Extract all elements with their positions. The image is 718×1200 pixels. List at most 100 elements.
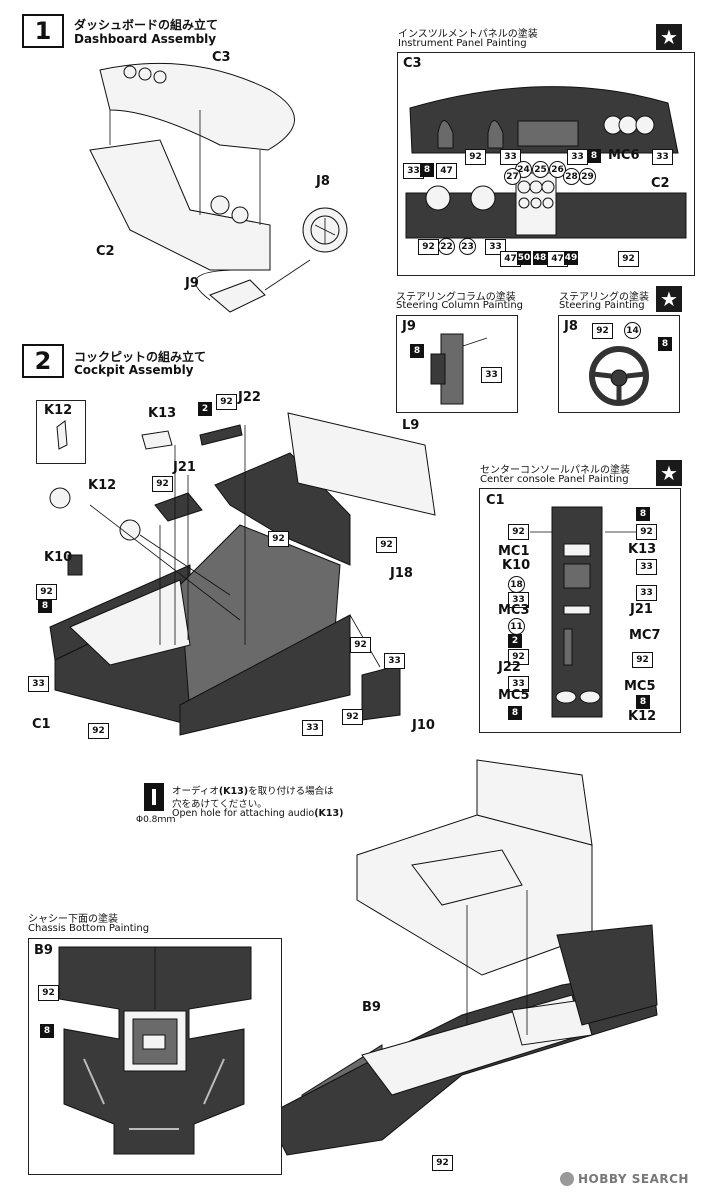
color-code-33: 33 xyxy=(384,653,405,669)
audio-note-jp: オーディオ(K13)を取り付ける場合は xyxy=(172,786,334,797)
step-2-title-en: Cockpit Assembly xyxy=(74,363,194,377)
chassis-bottom-box xyxy=(28,938,282,1175)
steering-title-en: Steering Painting xyxy=(559,300,645,311)
dashboard-assembly-drawing xyxy=(89,62,348,313)
color-code-92: 92 xyxy=(216,394,237,410)
chassis-part: B9 xyxy=(34,943,53,958)
color-code-47: 47 xyxy=(436,163,457,179)
audio-note-en: Open hole for attaching audio(K13) xyxy=(172,808,344,819)
drill-bit-icon xyxy=(144,783,164,811)
part-label-b9: B9 xyxy=(362,1000,381,1015)
chassis-title-en: Chassis Bottom Painting xyxy=(28,923,150,934)
color-code-27: 27 xyxy=(504,168,521,185)
star-icon: ★ xyxy=(656,286,682,312)
cockpit-assembly-drawing xyxy=(49,412,436,736)
steering-title-jp: ステアリングの塗装 xyxy=(559,292,649,303)
panel-part-c3: C3 xyxy=(403,56,422,71)
steering-box xyxy=(558,315,680,413)
color-code-8: 8 xyxy=(636,507,650,521)
color-code-8: 8 xyxy=(40,1024,54,1038)
console-label-mc3: MC3 xyxy=(498,603,530,618)
color-code-33: 33 xyxy=(481,367,502,383)
color-code-92: 92 xyxy=(88,723,109,739)
part-label-j9: J9 xyxy=(185,276,199,291)
color-code-33: 33 xyxy=(508,676,529,692)
center-console-part: C1 xyxy=(486,493,505,508)
console-label-j22: J22 xyxy=(498,660,521,675)
k12-detail-box xyxy=(36,400,86,464)
part-label-l9: L9 xyxy=(402,418,420,433)
color-code-92: 92 xyxy=(465,149,486,165)
color-code-92: 92 xyxy=(268,531,289,547)
instrument-panel-box xyxy=(397,52,695,276)
color-code-92: 92 xyxy=(342,709,363,725)
step-2-title-jp: コックピットの組み立て xyxy=(74,350,207,364)
part-label-j8: J8 xyxy=(316,174,330,189)
color-code-92: 92 xyxy=(38,985,59,1001)
color-code-33: 33 xyxy=(567,149,588,165)
color-code-33: 33 xyxy=(508,592,529,608)
step-1-title-jp: ダッシュボードの組み立て xyxy=(74,18,219,32)
color-code-92: 92 xyxy=(592,323,613,339)
color-code-92: 92 xyxy=(152,476,173,492)
steering-column-title-jp: ステアリングコラムの塗装 xyxy=(396,292,516,303)
part-label-c2: C2 xyxy=(96,244,115,259)
color-code-92: 92 xyxy=(618,251,639,267)
color-code-92: 92 xyxy=(508,649,529,665)
console-label-mc5-left: MC5 xyxy=(498,688,530,703)
part-label-mc6: MC6 xyxy=(608,148,640,163)
hobby-search-logo-icon xyxy=(560,1172,574,1186)
color-code-18: 18 xyxy=(508,576,525,593)
chassis-assembly-drawing xyxy=(266,759,658,1156)
color-code-8: 8 xyxy=(38,599,52,613)
steering-column-title-en: Steering Column Painting xyxy=(396,300,524,311)
step-2-number: 2 xyxy=(22,344,64,378)
color-code-23: 23 xyxy=(459,238,476,255)
color-code-33: 33 xyxy=(636,559,657,575)
color-code-33: 33 xyxy=(652,149,673,165)
steering-part: J8 xyxy=(564,319,578,334)
color-code-92: 92 xyxy=(508,524,529,540)
console-label-mc7: MC7 xyxy=(629,628,661,643)
watermark-text: HOBBY SEARCH xyxy=(578,1172,689,1186)
color-code-50: 50 xyxy=(517,251,531,265)
color-code-22: 22 xyxy=(438,238,455,255)
audio-note-jp-2: 穴をあけてください。 xyxy=(172,799,267,810)
step-1-number: 1 xyxy=(22,14,64,48)
color-code-33: 33 xyxy=(28,676,49,692)
instrument-panel-title-en: Instrument Panel Painting xyxy=(398,38,527,49)
color-code-11: 11 xyxy=(508,618,525,635)
color-code-14: 14 xyxy=(624,322,641,339)
chassis-title-jp: シャシー下面の塗装 xyxy=(28,914,118,925)
color-code-8: 8 xyxy=(420,163,434,177)
color-code-2: 2 xyxy=(508,634,522,648)
part-label-j22: J22 xyxy=(238,390,261,405)
color-code-33: 33 xyxy=(500,149,521,165)
steering-column-box xyxy=(396,315,518,413)
drill-size: Φ0.8ｍｍ xyxy=(136,815,176,825)
color-code-48: 48 xyxy=(533,251,547,265)
part-label-j21: J21 xyxy=(173,460,196,475)
part-label-k10: K10 xyxy=(44,550,73,565)
color-code-8: 8 xyxy=(410,344,424,358)
color-code-8: 8 xyxy=(587,149,601,163)
console-label-k13: K13 xyxy=(628,542,657,557)
color-code-8: 8 xyxy=(636,695,650,709)
part-label-c1: C1 xyxy=(32,717,51,732)
steering-column-part: J9 xyxy=(402,319,416,334)
center-console-title-jp: センターコンソールパネルの塗装 xyxy=(480,465,630,476)
step-1-title-en: Dashboard Assembly xyxy=(74,32,217,46)
part-label-k12: K12 xyxy=(88,478,117,493)
color-code-92: 92 xyxy=(418,239,439,255)
console-label-mc5-right: MC5 xyxy=(624,679,656,694)
console-label-k12: K12 xyxy=(628,709,657,724)
center-console-title-en: Center console Panel Painting xyxy=(480,474,629,485)
color-code-33: 33 xyxy=(302,720,323,736)
color-code-29: 29 xyxy=(579,168,596,185)
console-label-mc1: MC1 xyxy=(498,544,530,559)
panel-part-c2: C2 xyxy=(651,176,670,191)
color-code-2: 2 xyxy=(198,402,212,416)
color-code-92: 92 xyxy=(632,652,653,668)
part-label-j10: J10 xyxy=(412,718,435,733)
part-label-k13: K13 xyxy=(148,406,177,421)
